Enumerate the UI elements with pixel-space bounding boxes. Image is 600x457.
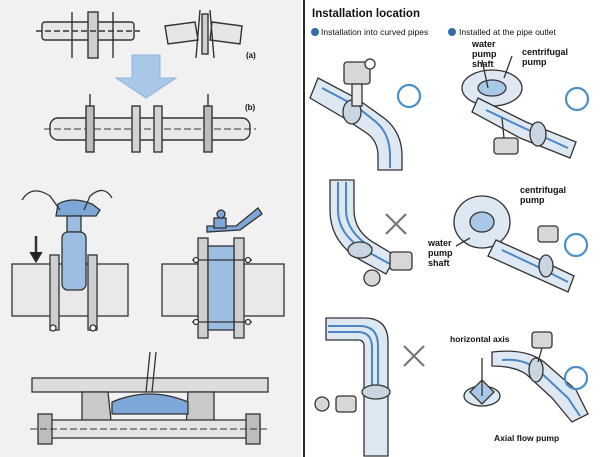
label-b: (b) [245, 103, 256, 112]
example-elbow-wrong [329, 179, 413, 287]
valve-cross-section [30, 351, 270, 445]
legend-dot-outlet [448, 28, 456, 36]
label-p6-horizontal-axis: horizontal axis [450, 334, 510, 344]
wrong-mark-3 [385, 213, 407, 235]
example-curved-pipe-ok [309, 58, 403, 171]
valve-installation-drawing: (a) (b) [11, 9, 285, 445]
legend-dot-curved [311, 28, 319, 36]
panel-divider [303, 0, 305, 457]
example-pump-curved-ok [453, 195, 575, 293]
pipe-aligned-b [44, 94, 256, 153]
example-axial-pump-ok [463, 331, 589, 423]
pipe-pair-a-right [164, 9, 243, 59]
ok-mark-6 [563, 365, 589, 391]
valve-insert-step [11, 189, 129, 332]
ok-mark-2 [564, 86, 590, 112]
valve-installation-panel: (a) (b) [0, 0, 301, 457]
installation-location-drawing: Installation location Installation into … [309, 8, 590, 457]
ok-mark-4 [563, 232, 589, 258]
label-p2-centrifugal: centrifugal [522, 47, 568, 57]
label-p6-axial-flow-pump: Axial flow pump [494, 433, 559, 443]
label-p2-shaft: shaft [472, 59, 494, 69]
ok-mark-1 [396, 83, 422, 109]
label-p4-centrifugal-pump: pump [520, 195, 545, 205]
legend-curved-pipes: Installation into curved pipes [321, 27, 428, 37]
label-p4-centrifugal: centrifugal [520, 185, 566, 195]
label-p4-pump: pump [428, 248, 453, 258]
label-p2-pump: pump [472, 49, 497, 59]
direction-arrow [114, 54, 178, 99]
wrong-mark-5 [403, 345, 425, 367]
example-elbow-valve-wrong [314, 317, 391, 457]
legend-pipe-outlet: Installed at the pipe outlet [459, 27, 557, 37]
pipe-pair-a-left [36, 11, 140, 59]
label-a: (a) [246, 51, 256, 60]
label-p4-shaft: shaft [428, 258, 450, 268]
valve-installed-bolted [161, 207, 285, 339]
panel-title: Installation location [312, 8, 420, 20]
example-pump-inlet-ok [461, 55, 577, 159]
label-p2-water: water [471, 39, 496, 49]
label-p4-water: water [427, 238, 452, 248]
installation-location-panel: Installation location Installation into … [306, 0, 600, 457]
label-p2-centrifugal-pump: pump [522, 57, 547, 67]
